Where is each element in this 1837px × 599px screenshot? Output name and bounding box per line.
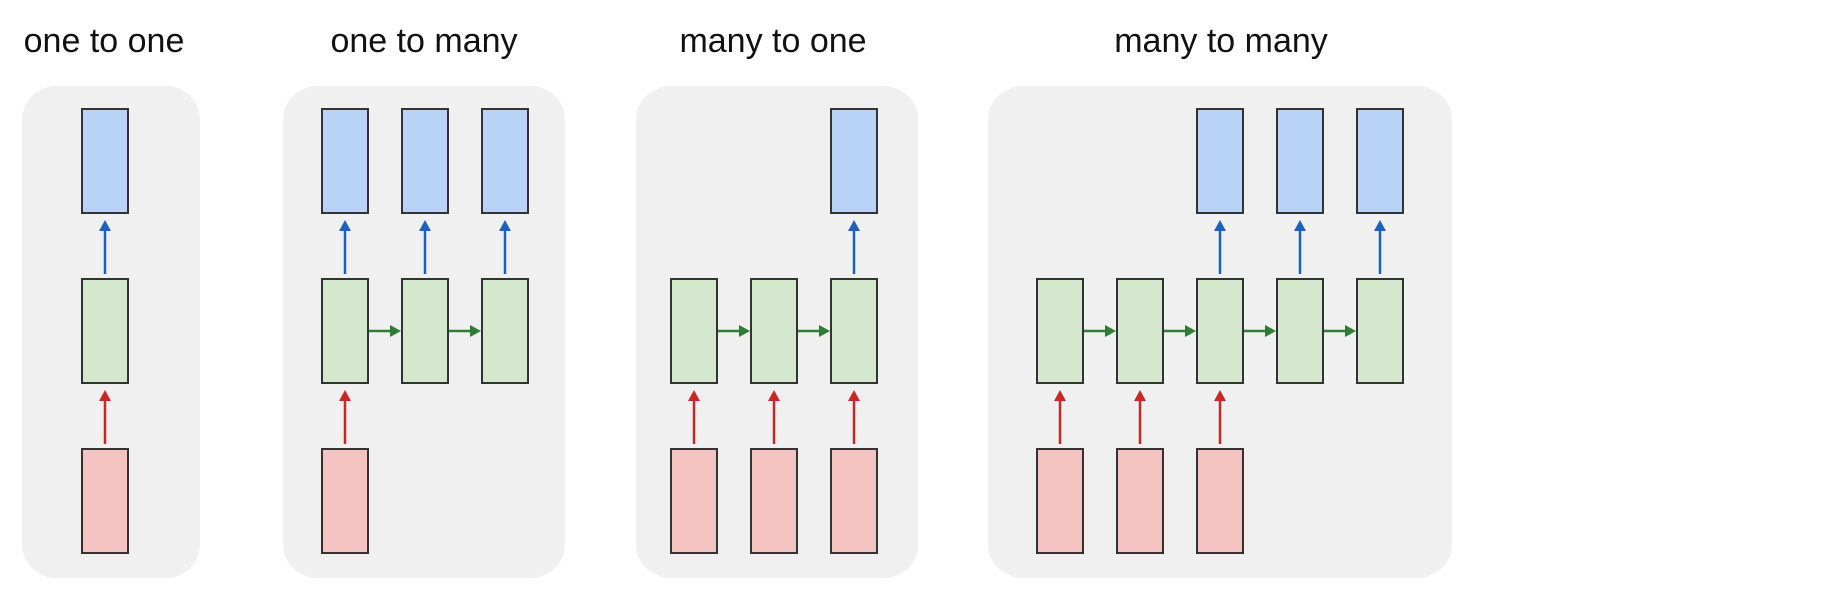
output-arrow [1214,220,1226,274]
output-arrow [1294,220,1306,274]
input-box [670,448,718,554]
recurrent-arrow [1164,325,1196,337]
title-one-to-many: one to many [330,22,518,60]
title-many-to-many: many to many [1114,22,1328,60]
input-box [750,448,798,554]
hidden-state-box [1036,278,1084,384]
output-box [830,108,878,214]
input-arrow [688,390,700,444]
output-arrow [848,220,860,274]
output-box [401,108,449,214]
hidden-state-box [81,278,129,384]
output-box [481,108,529,214]
output-box [1276,108,1324,214]
input-box [81,448,129,554]
input-box [1116,448,1164,554]
input-box [830,448,878,554]
output-box [1196,108,1244,214]
input-arrow [1054,390,1066,444]
hidden-state-box [670,278,718,384]
title-many-to-one: many to one [679,22,867,60]
recurrent-arrow [718,325,750,337]
recurrent-arrow [1324,325,1356,337]
output-arrow [499,220,511,274]
hidden-state-box [401,278,449,384]
output-arrow [339,220,351,274]
output-box [81,108,129,214]
recurrent-arrow [369,325,401,337]
recurrent-arrow [1084,325,1116,337]
hidden-state-box [1356,278,1404,384]
input-arrow [848,390,860,444]
hidden-state-box [750,278,798,384]
hidden-state-box [1276,278,1324,384]
title-one-to-one: one to one [23,22,185,60]
input-arrow [1214,390,1226,444]
recurrent-arrow [1244,325,1276,337]
output-box [321,108,369,214]
input-arrow [768,390,780,444]
input-box [1036,448,1084,554]
output-box [1356,108,1404,214]
recurrent-arrow [798,325,830,337]
output-arrow [99,220,111,274]
hidden-state-box [321,278,369,384]
hidden-state-box [1116,278,1164,384]
hidden-state-box [830,278,878,384]
output-arrow [1374,220,1386,274]
input-arrow [1134,390,1146,444]
hidden-state-box [481,278,529,384]
recurrent-arrow [449,325,481,337]
output-arrow [419,220,431,274]
hidden-state-box [1196,278,1244,384]
input-arrow [339,390,351,444]
input-box [1196,448,1244,554]
input-arrow [99,390,111,444]
input-box [321,448,369,554]
